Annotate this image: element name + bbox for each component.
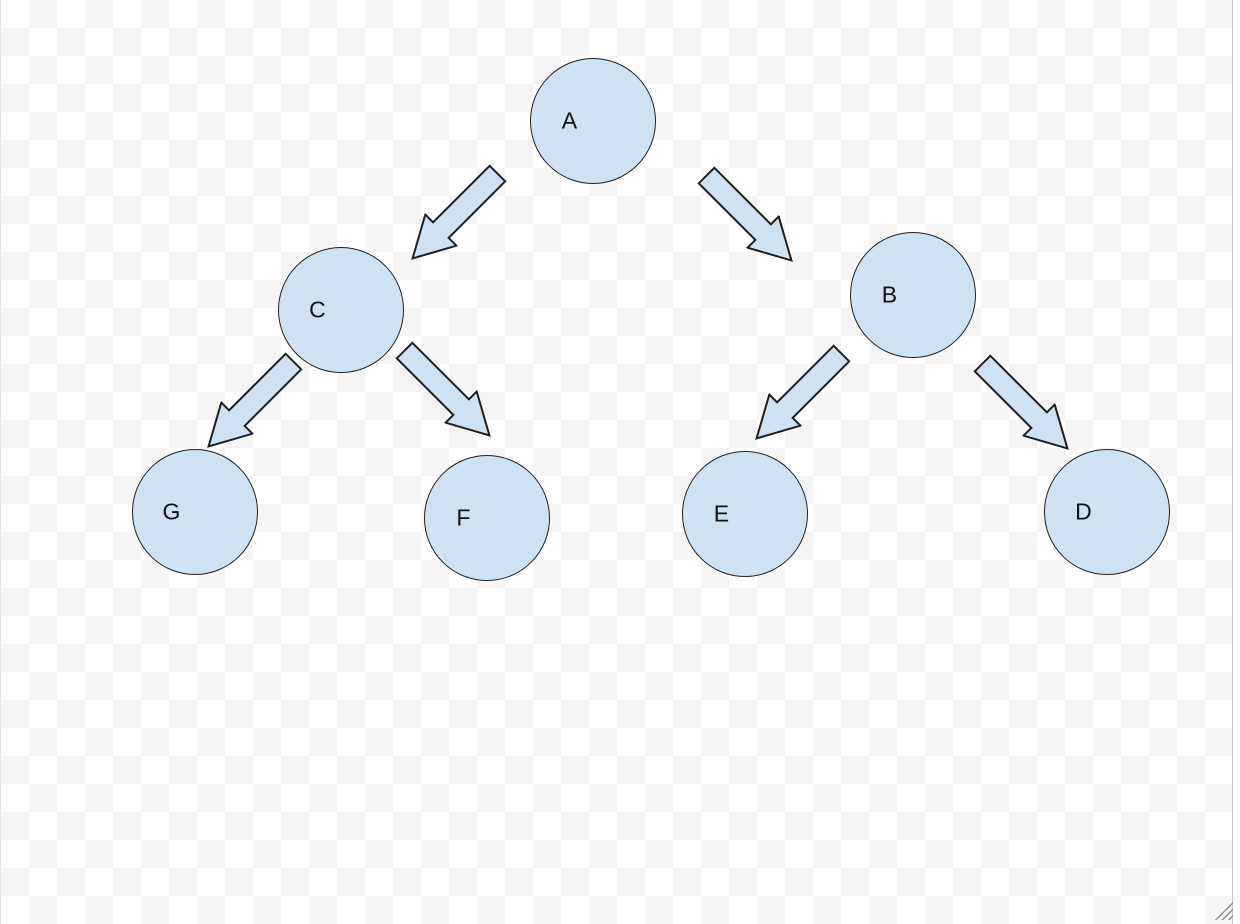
resize-handle-icon[interactable] bbox=[1214, 901, 1233, 920]
node-label: A bbox=[561, 107, 578, 134]
block-arrow-icon bbox=[395, 341, 491, 437]
node-label: B bbox=[881, 281, 898, 308]
tree-node-f[interactable]: F bbox=[424, 455, 550, 581]
tree-node-e[interactable]: E bbox=[682, 451, 808, 577]
node-label: E bbox=[713, 500, 730, 527]
tree-node-c[interactable]: C bbox=[278, 247, 404, 373]
canvas-right-border bbox=[1232, 0, 1240, 924]
block-arrow-icon bbox=[973, 354, 1069, 450]
arrow-a-to-b[interactable] bbox=[689, 158, 809, 278]
tree-node-a[interactable]: A bbox=[530, 58, 656, 184]
node-label: F bbox=[456, 504, 471, 531]
arrow-b-to-e[interactable] bbox=[739, 336, 859, 456]
node-label: C bbox=[309, 296, 326, 323]
arrow-b-to-d[interactable] bbox=[965, 346, 1085, 466]
arrow-c-to-f[interactable] bbox=[387, 333, 507, 453]
block-arrow-icon bbox=[207, 352, 303, 448]
arrow-c-to-g[interactable] bbox=[191, 344, 311, 464]
tree-node-g[interactable]: G bbox=[132, 449, 258, 575]
node-label: D bbox=[1075, 498, 1092, 525]
tree-node-b[interactable]: B bbox=[850, 232, 976, 358]
block-arrow-icon bbox=[411, 164, 507, 260]
block-arrow-icon bbox=[697, 166, 793, 262]
block-arrow-icon bbox=[755, 344, 851, 440]
tree-node-d[interactable]: D bbox=[1044, 449, 1170, 575]
node-label: G bbox=[162, 498, 181, 525]
arrow-a-to-c[interactable] bbox=[395, 156, 515, 276]
